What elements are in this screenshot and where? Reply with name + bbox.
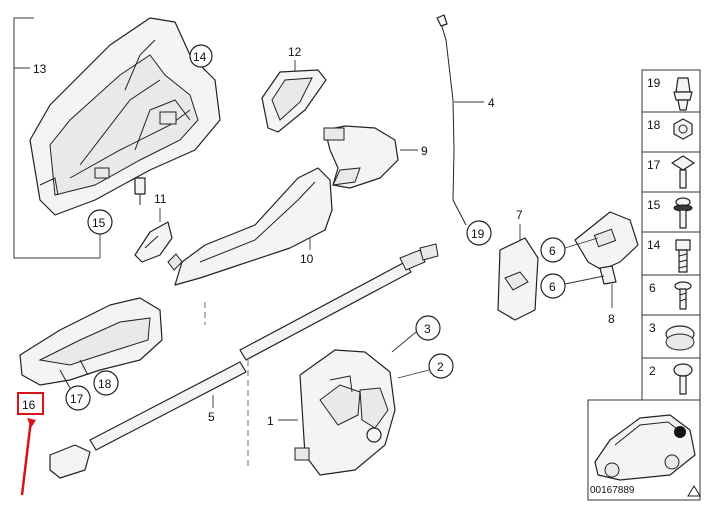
legend-label-8: 2 — [649, 364, 656, 378]
callout-6b: 6 — [549, 280, 556, 294]
nut-18 — [673, 118, 693, 140]
carrier-bolt — [134, 177, 146, 205]
callout-2: 2 — [437, 360, 444, 374]
callout-14: 14 — [193, 50, 207, 64]
legend-label-7: 3 — [649, 321, 656, 335]
bolt-14 — [675, 239, 691, 273]
callout-18: 18 — [98, 377, 112, 391]
part-10-door-handle: 10 — [167, 167, 333, 286]
clip-19 — [673, 77, 693, 111]
part-4-lock-rod: 4 19 — [436, 14, 495, 246]
callout-12: 12 — [288, 45, 302, 59]
arrow-head — [27, 418, 36, 428]
diagram-number: 00167889 — [590, 485, 635, 496]
callout-8: 8 — [608, 312, 615, 326]
callout-19-rod: 19 — [471, 227, 485, 241]
handle-carrier — [29, 17, 221, 216]
part-9-lock-cap: 9 — [323, 125, 428, 189]
legend-label-1: 19 — [647, 76, 661, 90]
screw-2 — [673, 363, 693, 395]
callout-7: 7 — [516, 208, 523, 222]
screw-17 — [671, 155, 695, 189]
screw-15 — [673, 197, 693, 229]
fastener-legend: 19 18 17 15 14 6 3 2 — [641, 69, 701, 401]
legend-label-3: 17 — [647, 158, 661, 172]
part-12-cover: 12 — [261, 45, 327, 133]
callout-13: 13 — [33, 62, 47, 76]
legend-label-2: 18 — [647, 118, 661, 132]
inset-handle-carrier-group: 13 14 15 — [13, 17, 221, 259]
location-marker — [674, 426, 686, 438]
callout-5: 5 — [208, 410, 215, 424]
callout-16: 16 — [22, 398, 36, 412]
legend-label-5: 14 — [647, 238, 661, 252]
callout-6a: 6 — [549, 244, 556, 258]
inner-handle-bracket: 18 17 16 — [17, 297, 163, 496]
callout-1: 1 — [267, 414, 274, 428]
door-lock-assembly: 1 3 2 — [267, 315, 454, 476]
part-5-bowden-cable: 5 — [49, 243, 439, 479]
callout-9: 9 — [421, 144, 428, 158]
callout-15: 15 — [92, 216, 106, 230]
vehicle-location-inset: 00167889 — [587, 399, 701, 501]
callout-11: 11 — [154, 192, 167, 206]
screw-6 — [674, 281, 692, 310]
legend-label-4: 15 — [647, 198, 661, 212]
callout-10: 10 — [300, 252, 314, 266]
callout-4: 4 — [488, 96, 495, 110]
part-7-striker-cover: 7 — [497, 208, 539, 321]
legend-label-6: 6 — [649, 281, 656, 295]
callout-3: 3 — [424, 322, 431, 336]
part-8-striker: 8 6 6 — [540, 211, 639, 326]
callout-17: 17 — [70, 392, 84, 406]
highlight-box-16 — [17, 392, 44, 415]
plug-3 — [665, 325, 695, 351]
pointer-arrow — [20, 419, 33, 496]
part-11-seal: 11 — [134, 192, 173, 263]
